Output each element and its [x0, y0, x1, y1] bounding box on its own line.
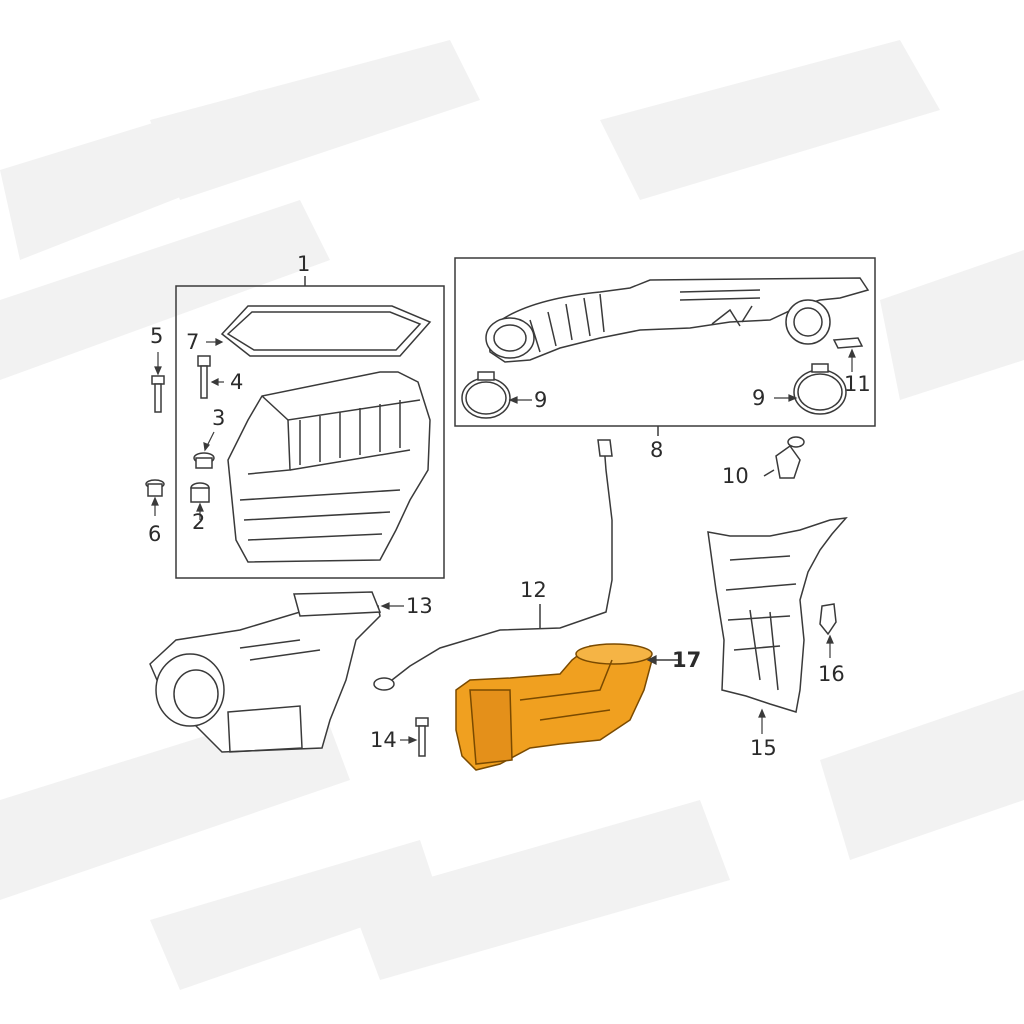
callout-5: 5 — [150, 324, 164, 348]
callout-9-left: 9 — [534, 388, 548, 412]
callout-13: 13 — [406, 594, 433, 618]
callout-9-right: 9 — [752, 386, 766, 410]
group-box-1 — [175, 285, 445, 579]
part-11 — [832, 337, 864, 349]
callout-4: 4 — [230, 370, 244, 394]
part-13-air-duct — [149, 591, 382, 753]
part-12-cable — [373, 439, 613, 691]
callout-11: 11 — [844, 372, 871, 396]
leader-lines-left — [151, 338, 224, 520]
group-box-8 — [454, 257, 876, 427]
part-17-highlighted-duct — [455, 643, 653, 771]
part-16-clip — [819, 603, 837, 636]
callout-8: 8 — [650, 438, 664, 462]
small-fasteners — [145, 355, 215, 503]
hose-clamps — [461, 363, 847, 419]
callout-15: 15 — [750, 736, 777, 760]
callout-14: 14 — [370, 728, 397, 752]
callout-12: 12 — [520, 578, 547, 602]
callout-10: 10 — [722, 464, 749, 488]
part-10-sensor — [763, 436, 805, 479]
callout-16: 16 — [818, 662, 845, 686]
air-filter-element — [220, 305, 432, 357]
part-15-shield — [707, 517, 848, 713]
watermark — [0, 40, 1024, 990]
intake-hose-assembly — [485, 277, 870, 363]
callout-7: 7 — [186, 330, 200, 354]
leader-lines-box8 — [508, 348, 856, 404]
air-cleaner-housing — [227, 371, 431, 563]
callout-6: 6 — [148, 522, 162, 546]
callout-2: 2 — [192, 510, 206, 534]
callout-1: 1 — [297, 252, 311, 276]
callout-17: 17 — [672, 648, 702, 672]
callout-3: 3 — [212, 406, 226, 430]
leader-lines-lower — [380, 602, 834, 744]
part-14-bolt — [415, 717, 429, 757]
